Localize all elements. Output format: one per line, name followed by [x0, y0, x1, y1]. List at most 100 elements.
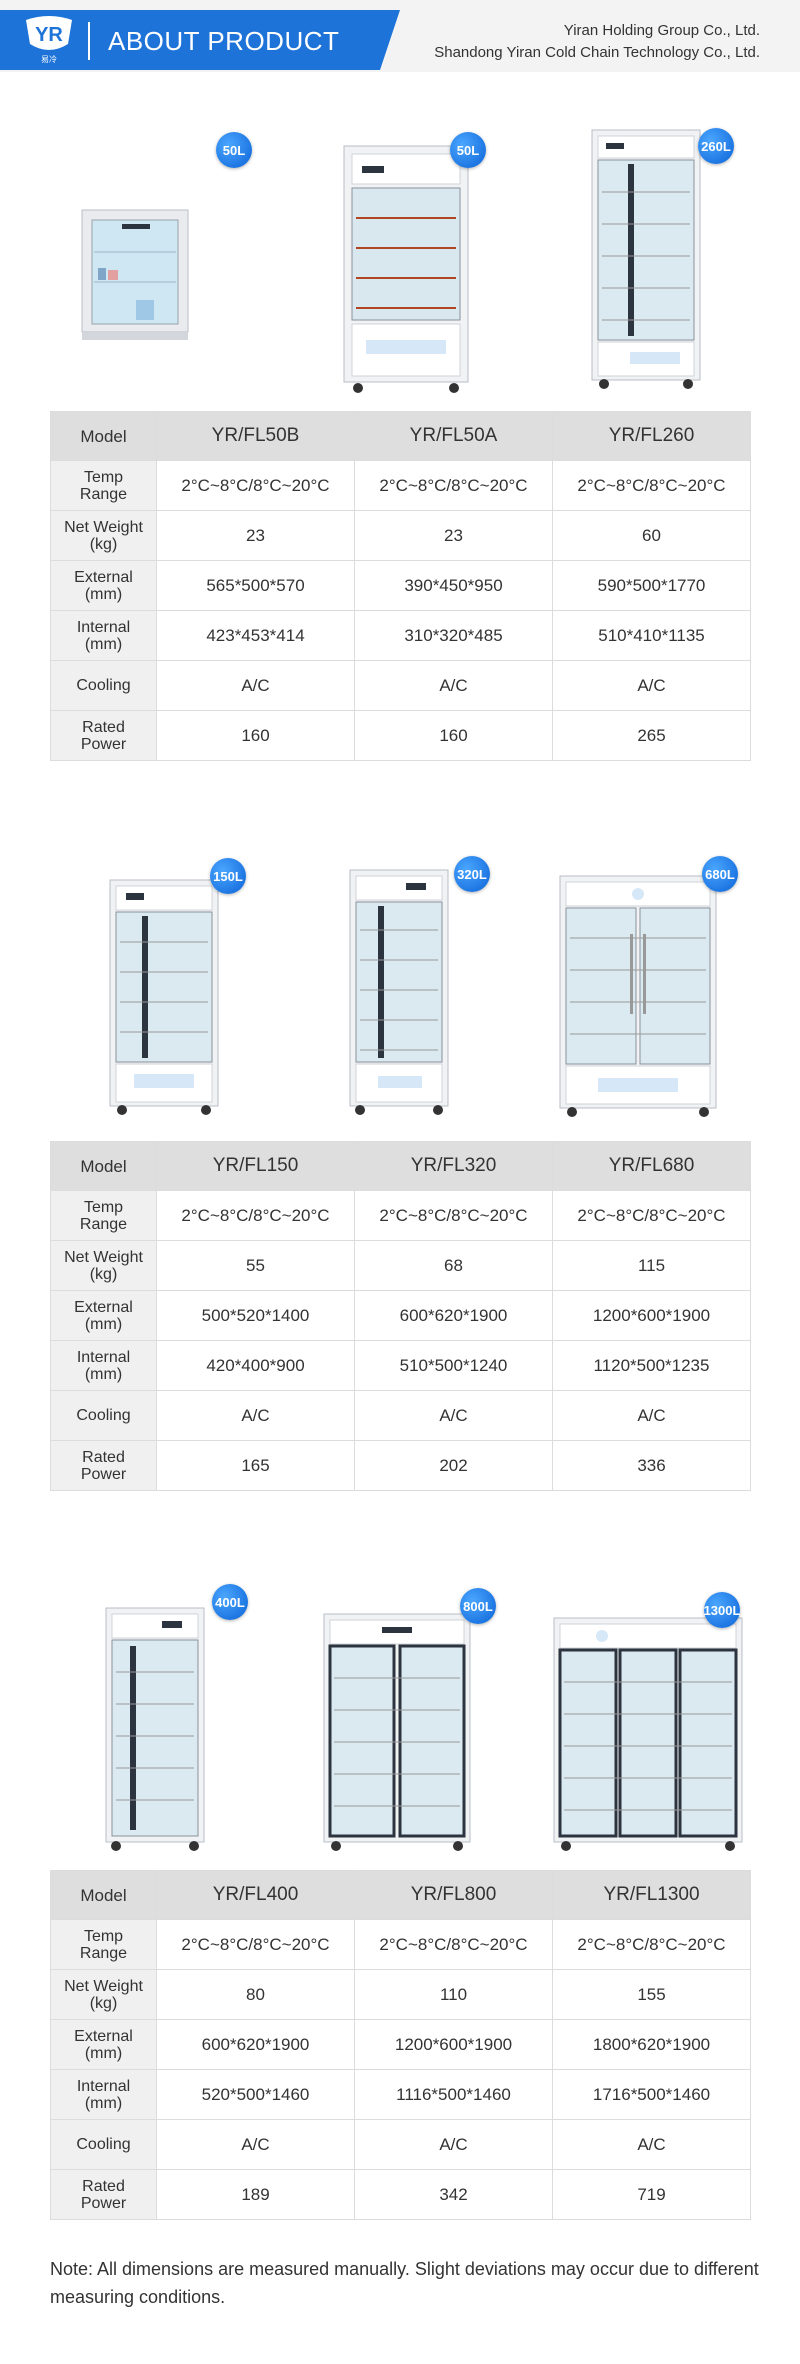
company-info: Yiran Holding Group Co., Ltd. Shandong Y…: [434, 20, 760, 64]
cooling-value: A/C: [156, 2119, 355, 2170]
external-value: 590*500*1770: [552, 560, 751, 611]
table-row: External(mm) 600*620*1900 1200*600*1900 …: [50, 2019, 751, 2070]
cooling-value: A/C: [354, 660, 553, 711]
power-value: 160: [354, 710, 553, 761]
internal-value: 520*500*1460: [156, 2069, 355, 2120]
product-image-fl320: [348, 868, 450, 1116]
product-image-fl1300: [552, 1616, 744, 1852]
row-label-net-weight: Net Weight(kg): [50, 1969, 157, 2020]
product-image-fl400: [104, 1606, 206, 1852]
row-label-external: External(mm): [50, 2019, 157, 2070]
cooling-value: A/C: [552, 2119, 751, 2170]
capacity-badge: 1300L: [704, 1592, 740, 1628]
product-image-fl50b: [78, 208, 192, 346]
model-name: YR/FL50B: [156, 411, 355, 461]
weight-value: 110: [354, 1969, 553, 2020]
capacity-badge: 400L: [212, 1584, 248, 1620]
model-name: YR/FL800: [354, 1870, 553, 1920]
brand-logo: YR 易冷: [22, 14, 76, 66]
svg-text:YR: YR: [35, 24, 63, 46]
power-value: 265: [552, 710, 751, 761]
external-value: 1200*600*1900: [354, 2019, 553, 2070]
external-value: 600*620*1900: [354, 1290, 553, 1341]
cooling-value: A/C: [354, 2119, 553, 2170]
internal-value: 510*500*1240: [354, 1340, 553, 1391]
external-value: 500*520*1400: [156, 1290, 355, 1341]
measurement-note: Note: All dimensions are measured manual…: [50, 2259, 759, 2307]
model-name: YR/FL1300: [552, 1870, 751, 1920]
temp-value: 2°C~8°C/8°C~20°C: [354, 1919, 553, 1970]
model-name: YR/FL50A: [354, 411, 553, 461]
weight-value: 23: [156, 510, 355, 561]
table-row: Model YR/FL150 YR/FL320 YR/FL680: [50, 1141, 751, 1191]
row-label-cooling: Cooling: [50, 1390, 157, 1441]
row-label-net-weight: Net Weight(kg): [50, 1240, 157, 1291]
header-divider: [88, 22, 90, 60]
table-row: Net Weight(kg) 23 23 60: [50, 510, 751, 561]
temp-value: 2°C~8°C/8°C~20°C: [354, 460, 553, 511]
weight-value: 80: [156, 1969, 355, 2020]
table-row: Cooling A/C A/C A/C: [50, 660, 751, 711]
table-row: Model YR/FL400 YR/FL800 YR/FL1300: [50, 1870, 751, 1920]
model-name: YR/FL400: [156, 1870, 355, 1920]
logo-badge-icon: YR: [26, 16, 72, 50]
weight-value: 60: [552, 510, 751, 561]
temp-value: 2°C~8°C/8°C~20°C: [552, 460, 751, 511]
temp-value: 2°C~8°C/8°C~20°C: [156, 460, 355, 511]
row-label-cooling: Cooling: [50, 660, 157, 711]
row-label-cooling: Cooling: [50, 2119, 157, 2170]
temp-value: 2°C~8°C/8°C~20°C: [156, 1190, 355, 1241]
power-value: 160: [156, 710, 355, 761]
cooling-value: A/C: [156, 1390, 355, 1441]
company-name-1: Yiran Holding Group Co., Ltd.: [563, 22, 760, 39]
row-label-internal: Internal(mm): [50, 610, 157, 661]
product-image-fl150: [108, 878, 220, 1116]
capacity-badge: 320L: [454, 856, 490, 892]
cooling-value: A/C: [552, 1390, 751, 1441]
weight-value: 155: [552, 1969, 751, 2020]
internal-value: 423*453*414: [156, 610, 355, 661]
table-row: Net Weight(kg) 80 110 155: [50, 1969, 751, 2020]
temp-value: 2°C~8°C/8°C~20°C: [156, 1919, 355, 1970]
product-image-fl260: [590, 128, 702, 390]
external-value: 1200*600*1900: [552, 1290, 751, 1341]
power-value: 342: [354, 2169, 553, 2220]
table-row: External(mm) 565*500*570 390*450*950 590…: [50, 560, 751, 611]
capacity-badge: 680L: [702, 856, 738, 892]
capacity-badge: 260L: [698, 128, 734, 164]
product-image-fl50a: [342, 144, 470, 394]
temp-value: 2°C~8°C/8°C~20°C: [354, 1190, 553, 1241]
internal-value: 1120*500*1235: [552, 1340, 751, 1391]
table-row: Internal(mm) 423*453*414 310*320*485 510…: [50, 610, 751, 661]
internal-value: 420*400*900: [156, 1340, 355, 1391]
table-row: Model YR/FL50B YR/FL50A YR/FL260: [50, 411, 751, 461]
external-value: 600*620*1900: [156, 2019, 355, 2070]
table-row: Cooling A/C A/C A/C: [50, 2119, 751, 2170]
capacity-badge: 150L: [210, 858, 246, 894]
product-image-fl800: [322, 1612, 472, 1852]
cooling-value: A/C: [156, 660, 355, 711]
internal-value: 510*410*1135: [552, 610, 751, 661]
external-value: 565*500*570: [156, 560, 355, 611]
model-name: YR/FL320: [354, 1141, 553, 1191]
product-image-fl680: [558, 874, 718, 1118]
weight-value: 55: [156, 1240, 355, 1291]
capacity-badge: 800L: [460, 1588, 496, 1624]
internal-value: 1716*500*1460: [552, 2069, 751, 2120]
cooling-value: A/C: [552, 660, 751, 711]
temp-value: 2°C~8°C/8°C~20°C: [552, 1190, 751, 1241]
table-row: Net Weight(kg) 55 68 115: [50, 1240, 751, 1291]
